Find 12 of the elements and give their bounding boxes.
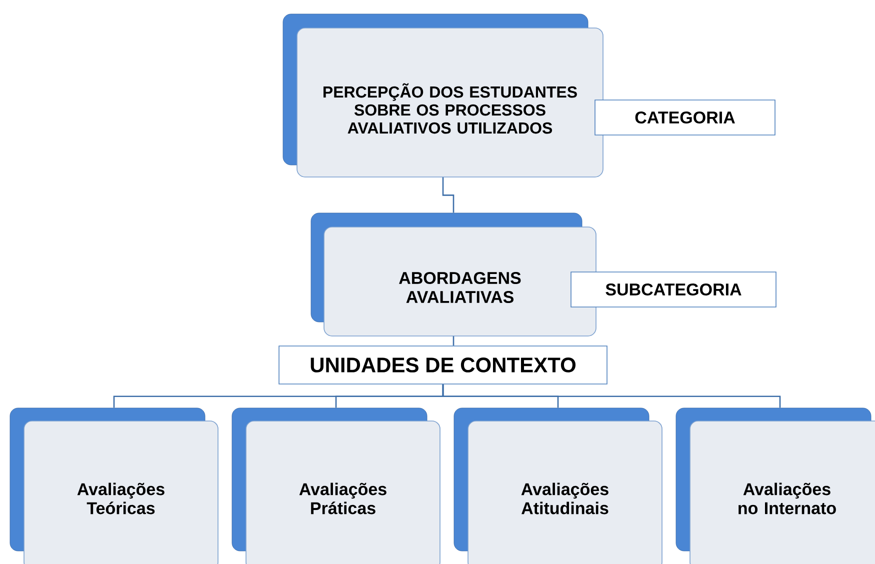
connector-line — [452, 336, 454, 346]
process-box: Avaliações Atitudinais — [454, 408, 662, 564]
connector-line — [442, 177, 454, 213]
label-box: SUBCATEGORIA — [570, 272, 776, 308]
process-box: PERCEPÇÃO DOS ESTUDANTES SOBRE OS PROCESSOS AVALIATIVOS UTILIZADOS — [282, 14, 604, 178]
process-box: Avaliações no Internato — [676, 408, 875, 564]
label-box: UNIDADES DE CONTEXTO — [278, 346, 608, 384]
process-box: ABORDAGENS AVALIATIVAS — [310, 212, 596, 336]
process-box: Avaliações Práticas — [232, 408, 440, 564]
process-box: Avaliações Teóricas — [10, 408, 218, 564]
connector-line — [442, 384, 781, 408]
label-box: CATEGORIA — [594, 100, 776, 136]
